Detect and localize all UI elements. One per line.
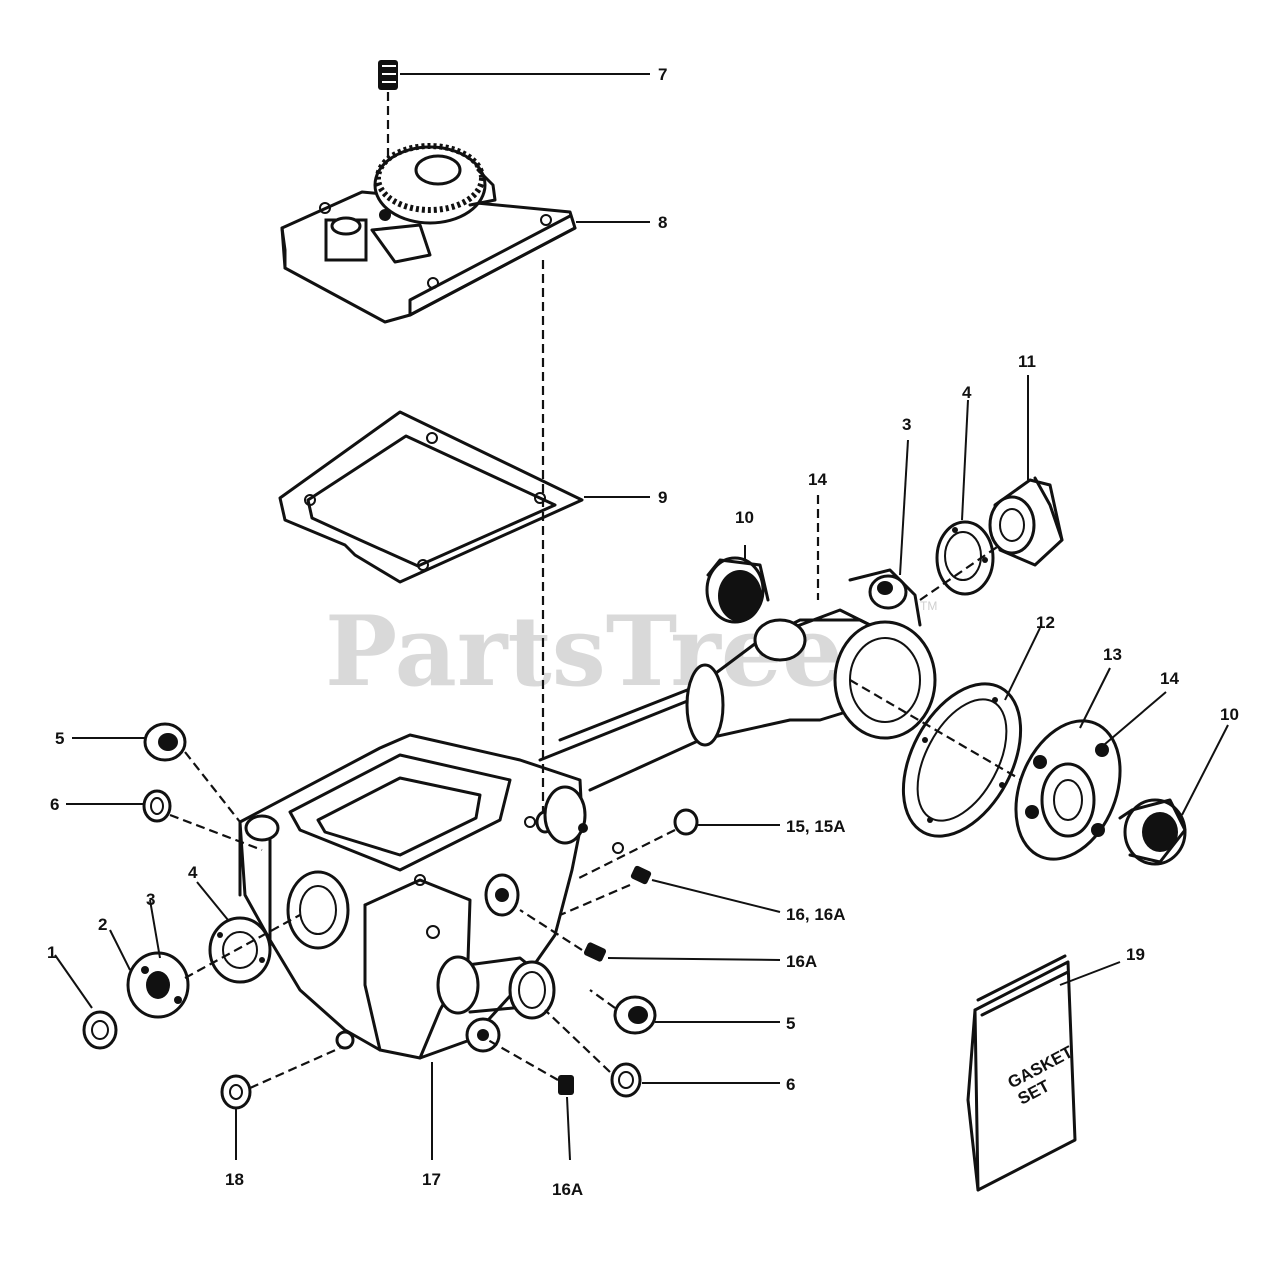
part-5-bearing-left[interactable] (143, 722, 187, 762)
part-7-set-screw[interactable] (378, 60, 398, 90)
leader-1 (54, 954, 93, 1009)
part-18-bushing[interactable] (220, 1074, 252, 1110)
axis-16a-mid (519, 909, 583, 951)
part-9-gasket[interactable] (278, 410, 584, 584)
part-3-seal-left[interactable] (126, 951, 190, 1019)
leader-10-right (1181, 724, 1229, 816)
axis-5-left (184, 751, 241, 823)
callout-16-16a: 16, 16A (786, 905, 846, 924)
part-5-bearing-right[interactable] (613, 995, 657, 1035)
axis-6-left (169, 813, 263, 852)
axis-15 (574, 829, 676, 881)
part-1-washer[interactable] (82, 1010, 118, 1050)
callout-13: 13 (1103, 645, 1122, 664)
axis-16a-bottom (487, 1039, 559, 1081)
axis-16 (559, 883, 631, 917)
callout-6-left: 6 (50, 795, 59, 814)
part-17-housing[interactable] (238, 733, 584, 1060)
leader-14-right (1097, 691, 1167, 751)
leader-3-right (899, 439, 909, 576)
part-19-gasket-set-bag[interactable]: GASKET SET (966, 954, 1077, 1192)
leader-3-left (149, 899, 161, 959)
callout-4-left: 4 (188, 863, 198, 882)
callout-16a-bottom: 16A (552, 1180, 583, 1199)
callout-11: 11 (1018, 352, 1036, 371)
leader-12 (1004, 627, 1041, 701)
callout-17: 17 (422, 1170, 441, 1189)
part-10-bearing-right[interactable] (1118, 798, 1187, 866)
callout-14-top: 14 (808, 470, 827, 489)
axis-6-right (544, 1009, 611, 1073)
callout-15-15a: 15, 15A (786, 817, 846, 836)
callout-3-left: 3 (146, 890, 155, 909)
callout-5-right: 5 (786, 1014, 795, 1033)
part-11-end-cap[interactable] (988, 476, 1064, 567)
callout-3-right: 3 (902, 415, 911, 434)
leader-4-left (196, 881, 229, 921)
axis-18 (249, 1046, 341, 1090)
callout-4-right: 4 (962, 383, 972, 402)
axis-left (184, 914, 301, 979)
part-13-end-plate[interactable] (997, 705, 1140, 874)
part-16-plug[interactable] (630, 865, 652, 885)
leader-19 (1059, 961, 1121, 986)
callout-14-right: 14 (1160, 669, 1179, 688)
part-4-shim-left[interactable] (208, 916, 272, 984)
axis-4-right (919, 544, 1001, 601)
callout-12: 12 (1036, 613, 1055, 632)
callout-19: 19 (1126, 945, 1145, 964)
callout-5-left: 5 (55, 729, 64, 748)
leader-16a-mid (607, 957, 781, 961)
leader-2 (109, 929, 131, 971)
callout-10-right: 10 (1220, 705, 1239, 724)
part-15-washer[interactable] (673, 808, 699, 836)
part-16a-plug-mid[interactable] (583, 941, 607, 962)
part-14-tube-shaft[interactable] (538, 568, 937, 854)
part-10-bearing-left[interactable] (705, 556, 770, 624)
leader-13 (1079, 667, 1111, 729)
callout-7: 7 (658, 65, 667, 84)
watermark-trademark: TM (920, 599, 937, 613)
callout-8: 8 (658, 213, 667, 232)
leader-16a-bottom (566, 1096, 571, 1161)
part-6-oring-right[interactable] (610, 1062, 642, 1098)
part-4-shim-right[interactable] (935, 520, 995, 596)
callout-9: 9 (658, 488, 667, 507)
callout-16a-mid: 16A (786, 952, 817, 971)
callout-1: 1 (47, 943, 56, 962)
axis-5-right (589, 989, 616, 1009)
callout-6-right: 6 (786, 1075, 795, 1094)
part-12-gasket[interactable] (879, 664, 1044, 856)
part-6-oring-left[interactable] (142, 789, 172, 823)
callout-10-left: 10 (735, 508, 754, 527)
callout-18: 18 (225, 1170, 244, 1189)
axis-12 (849, 679, 1031, 786)
part-8-gear-cover[interactable] (280, 143, 577, 324)
leader-16 (651, 879, 781, 913)
part-16a-plug-bottom[interactable] (558, 1075, 574, 1095)
watermark-text: PartsTree (325, 595, 843, 708)
leader-4-right (961, 399, 969, 521)
callout-2: 2 (98, 915, 107, 934)
